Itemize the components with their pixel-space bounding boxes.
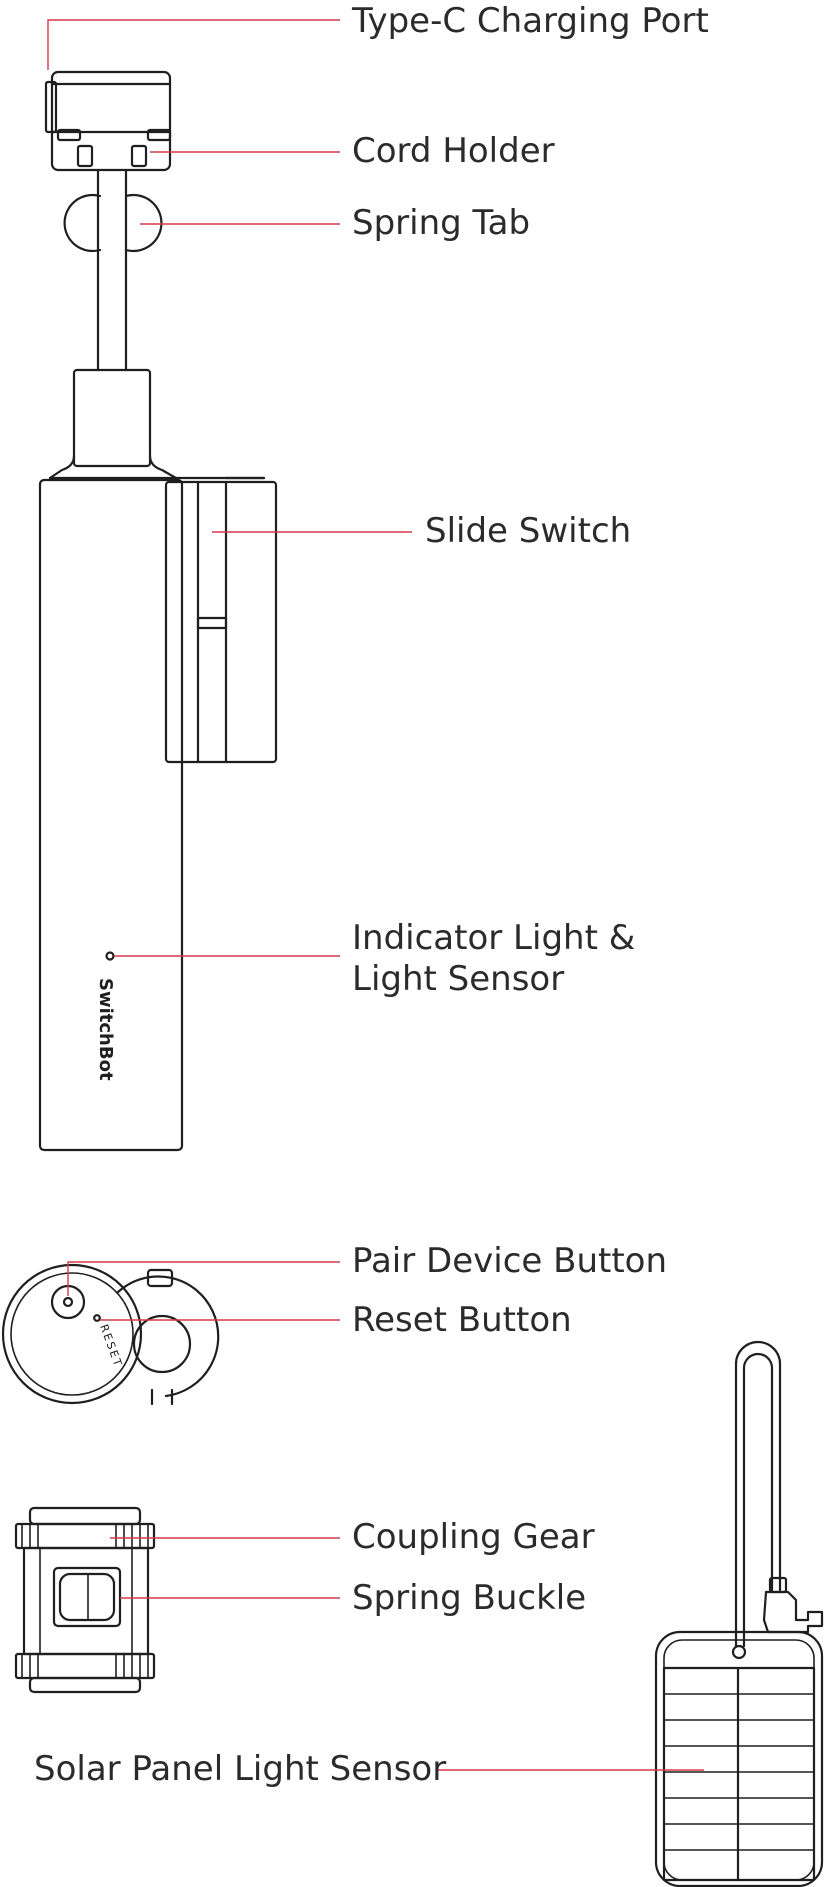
coupling-gear-assembly: [14, 1506, 156, 1694]
cable: [96, 168, 128, 372]
label-slide-switch: Slide Switch: [425, 511, 632, 551]
label-solar-sensor: Solar Panel Light Sensor: [34, 1749, 447, 1789]
leader-type-c: [47, 19, 340, 70]
label-coupling-gear: Coupling Gear: [352, 1517, 595, 1557]
leader-lines: [47, 19, 704, 1771]
label-pair-button: Pair Device Button: [352, 1241, 668, 1281]
main-body: [38, 478, 184, 1152]
spring-tab: [63, 193, 163, 253]
label-indicator-line2: Light Sensor: [352, 959, 565, 999]
label-spring-buckle: Spring Buckle: [352, 1578, 587, 1618]
label-indicator-line1: Indicator Light &: [352, 918, 636, 958]
label-type-c-port: Type-C Charging Port: [352, 1, 709, 41]
solar-panel: [654, 1340, 824, 1887]
label-reset-button: Reset Button: [352, 1300, 572, 1340]
label-spring-tab: Spring Tab: [352, 203, 531, 243]
charger-head: [44, 70, 172, 172]
leader-pair-button: [67, 1261, 340, 1296]
brand-mark: SwitchBot: [95, 978, 116, 1081]
collar: [48, 368, 266, 480]
button-assembly: [1, 1263, 220, 1406]
label-cord-holder: Cord Holder: [352, 131, 555, 171]
slide-switch-housing: [164, 476, 278, 764]
reset-engraving: RESET: [97, 1323, 125, 1370]
indicator-light-dot: [105, 951, 115, 961]
reset-pinhole: [93, 1314, 101, 1322]
